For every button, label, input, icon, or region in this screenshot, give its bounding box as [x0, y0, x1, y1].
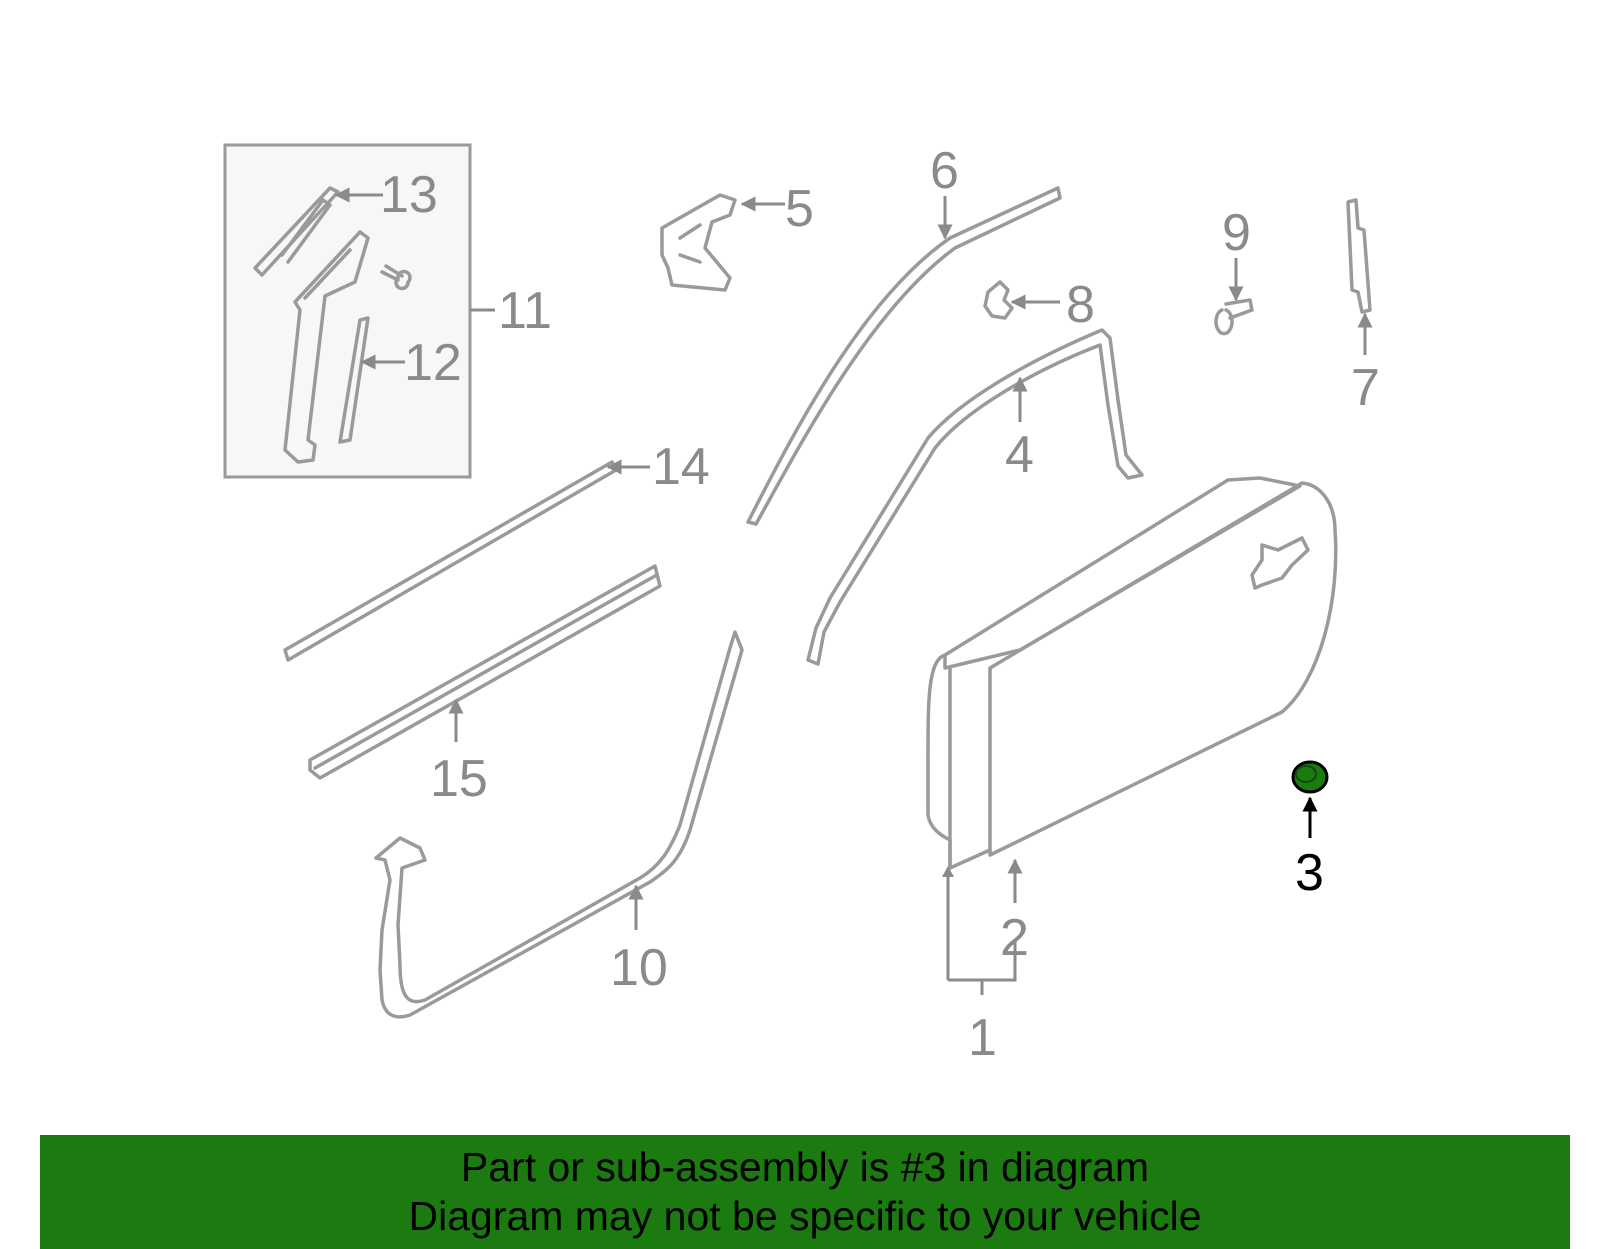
callout-13: 13: [380, 166, 438, 224]
callout-9: 9: [1222, 204, 1251, 262]
callout-12: 12: [404, 334, 462, 392]
callout-3[interactable]: 3: [1295, 844, 1324, 902]
part-6-molding: [746, 186, 1062, 526]
part-7-strip: [1346, 198, 1372, 314]
part-14-strip: [283, 460, 618, 662]
part-15-molding: [308, 564, 662, 780]
banner-line-2: Diagram may not be specific to your vehi…: [408, 1193, 1202, 1239]
part-9-pin: [1214, 298, 1254, 336]
callout-5: 5: [785, 180, 814, 238]
banner-line-1: Part or sub-assembly is #3 in diagram: [460, 1144, 1150, 1190]
callout-10: 10: [610, 939, 668, 997]
part-11-pillar: [283, 230, 370, 464]
callout-7: 7: [1351, 359, 1380, 417]
callout-14: 14: [652, 438, 710, 496]
callout-8: 8: [1066, 276, 1095, 334]
part-1-door: [926, 476, 1338, 870]
part-11-bolt: [380, 264, 412, 291]
part-12-strip: [338, 316, 370, 444]
callout-1: 1: [968, 1009, 997, 1067]
part-4-frame-seal: [806, 328, 1144, 666]
info-banner: Part or sub-assembly is #3 in diagram Di…: [40, 1135, 1570, 1249]
part-5-bracket: [660, 193, 737, 292]
callout-2: 2: [1000, 909, 1029, 967]
part-8-bumper: [983, 280, 1014, 320]
callout-6: 6: [930, 142, 959, 200]
callout-4: 4: [1005, 426, 1034, 484]
part-10-weatherstrip: [374, 630, 744, 1019]
callout-11: 11: [498, 282, 552, 340]
part-3-highlighted[interactable]: [1291, 760, 1329, 794]
callout-15: 15: [430, 750, 488, 808]
